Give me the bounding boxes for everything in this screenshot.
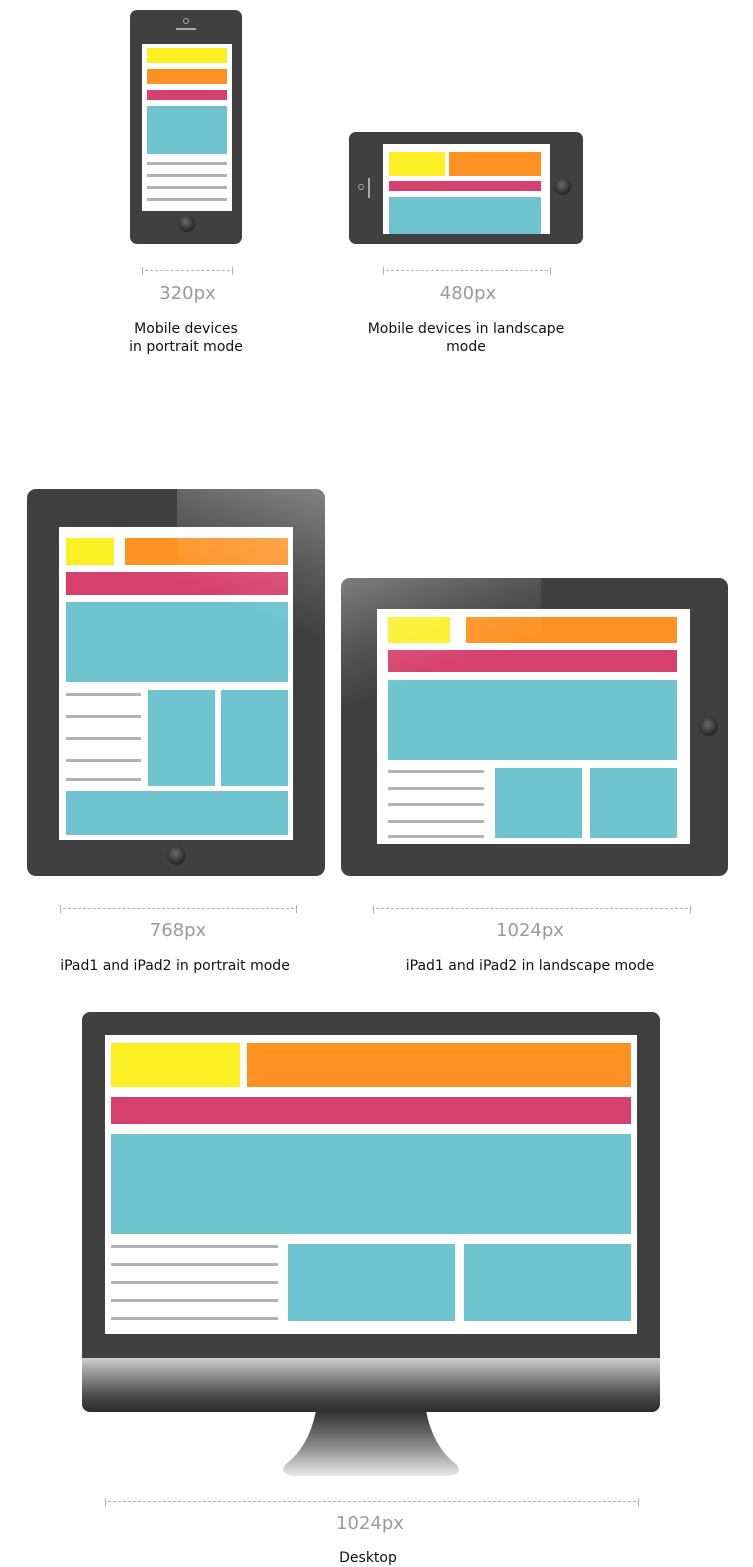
content-block (221, 690, 288, 786)
text-line (147, 174, 227, 177)
nav-block (449, 152, 541, 176)
phone-landscape-screen (383, 144, 550, 234)
tablet-portrait (27, 489, 325, 876)
content-block (389, 197, 541, 234)
banner-block (389, 181, 541, 191)
home-button-icon (699, 717, 718, 736)
home-button-icon (178, 215, 195, 232)
header-block (147, 48, 227, 63)
content-block (464, 1244, 631, 1321)
phone-camera-icon (183, 18, 189, 24)
content-block (388, 680, 677, 760)
content-block (148, 690, 215, 786)
nav-block (125, 538, 288, 565)
text-line (66, 778, 141, 781)
width-label: 768px (149, 920, 207, 941)
text-line (388, 835, 484, 838)
header-block (388, 617, 450, 643)
nav-block (247, 1043, 631, 1087)
banner-block (147, 90, 227, 100)
footer-block (66, 791, 288, 835)
nav-block (147, 69, 227, 84)
header-block (66, 538, 114, 565)
text-line (66, 715, 141, 718)
text-line (147, 186, 227, 189)
phone-landscape (349, 132, 583, 244)
content-block (111, 1134, 631, 1234)
text-line (111, 1299, 278, 1302)
text-line (147, 198, 227, 201)
desktop-monitor (82, 1012, 660, 1412)
content-block (288, 1244, 455, 1321)
monitor-stand (283, 1410, 459, 1476)
content-block (147, 106, 227, 154)
text-line (66, 759, 141, 762)
width-measure-line (383, 267, 551, 275)
banner-block (66, 572, 288, 595)
home-button-icon (554, 178, 571, 195)
banner-block (388, 650, 677, 672)
phone-speaker-icon (368, 178, 370, 198)
text-line (111, 1317, 278, 1320)
text-line (388, 787, 484, 790)
text-line (388, 770, 484, 773)
tablet-landscape (341, 578, 728, 876)
width-measure-line (105, 1498, 639, 1506)
banner-block (111, 1097, 631, 1124)
width-measure-line (142, 267, 233, 275)
device-caption: Mobile devices in landscape mode (367, 321, 565, 355)
header-block (389, 152, 445, 176)
content-block (590, 768, 677, 838)
width-label: 1024px (336, 1513, 404, 1534)
phone-portrait-screen (142, 44, 232, 211)
text-line (147, 162, 227, 165)
content-block (66, 602, 288, 682)
text-line (111, 1281, 278, 1284)
device-caption: Mobile devices in portrait mode (129, 321, 243, 355)
text-line (388, 820, 484, 823)
width-label: 480px (439, 283, 497, 304)
desktop-screen (105, 1035, 637, 1334)
monitor-chin (82, 1358, 660, 1412)
phone-speaker-icon (176, 28, 196, 30)
home-button-icon (167, 846, 186, 865)
device-caption: Desktop (339, 1550, 397, 1566)
width-measure-line (373, 905, 691, 913)
nav-block (466, 617, 677, 643)
device-caption: iPad1 and iPad2 in landscape mode (405, 958, 655, 974)
width-label: 320px (159, 283, 216, 304)
tablet-portrait-screen (59, 527, 293, 840)
content-block (495, 768, 582, 838)
text-line (111, 1263, 278, 1266)
text-line (111, 1245, 278, 1248)
width-label: 1024px (496, 920, 564, 941)
phone-portrait (130, 10, 242, 244)
header-block (111, 1043, 240, 1087)
device-caption: iPad1 and iPad2 in portrait mode (60, 958, 290, 974)
phone-camera-icon (358, 184, 364, 190)
tablet-landscape-screen (377, 609, 690, 844)
text-line (66, 693, 141, 696)
text-line (388, 803, 484, 806)
width-measure-line (60, 905, 297, 913)
text-line (66, 737, 141, 740)
